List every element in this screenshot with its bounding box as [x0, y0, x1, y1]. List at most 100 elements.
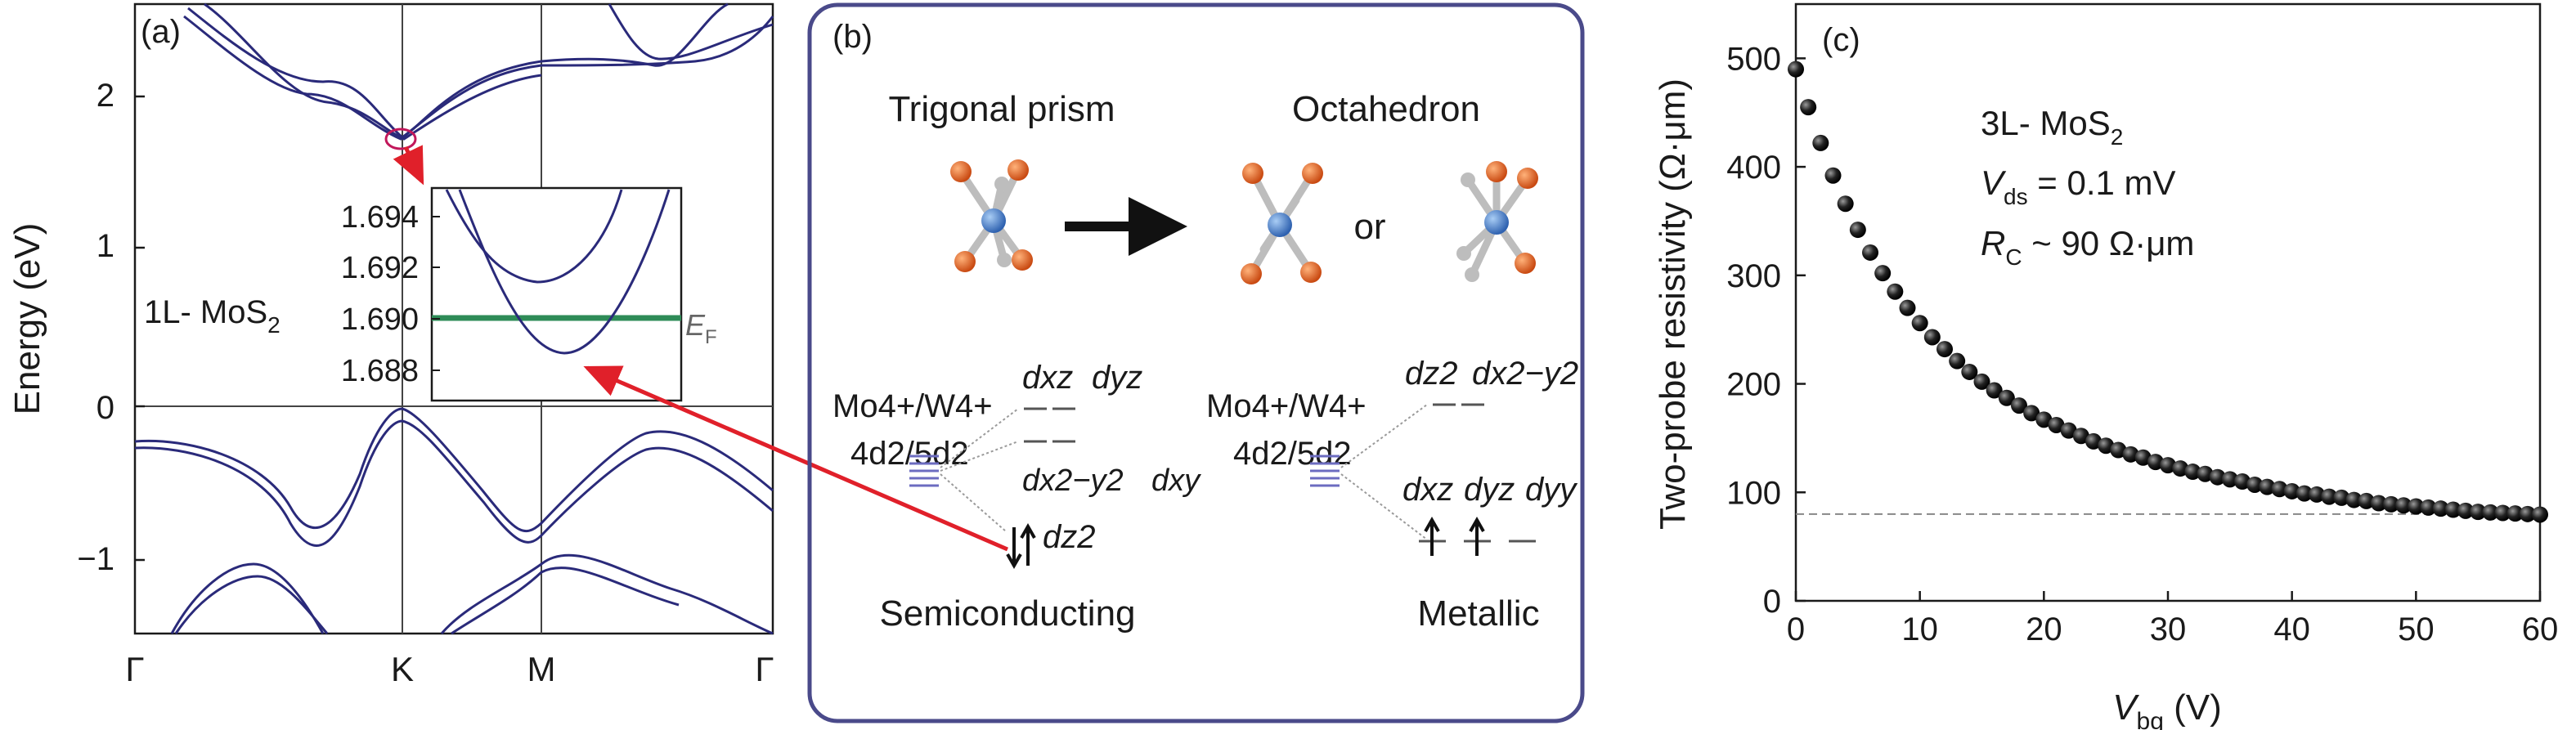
panel-a-inset: 1.694 1.692 1.690 1.688 EF	[341, 186, 717, 402]
octahedron-structure-1	[1241, 163, 1323, 284]
data-point	[2184, 464, 2201, 481]
data-point	[2519, 505, 2536, 522]
metallic-label: Metallic	[1417, 593, 1539, 634]
data-point	[1788, 60, 1804, 78]
panel-a-ytick-marks	[135, 95, 145, 562]
data-point	[2134, 449, 2152, 466]
data-point	[2333, 489, 2350, 506]
data-point	[1887, 283, 1904, 300]
data-point	[1837, 195, 1854, 213]
data-point	[2048, 416, 2065, 433]
left-spin-pair	[1006, 522, 1036, 570]
or-connector: or	[1353, 207, 1385, 247]
data-point	[1849, 222, 1866, 239]
data-point	[2370, 495, 2387, 512]
data-point	[2420, 499, 2437, 516]
data-point	[1874, 265, 1892, 282]
panel-a-ytick: 1	[96, 228, 114, 264]
x-tick-label: 50	[2398, 611, 2435, 647]
zoom-pointer-arrow	[393, 145, 424, 186]
left-degenerate-levels	[909, 455, 939, 487]
data-point	[2506, 505, 2524, 522]
data-point	[2172, 460, 2189, 477]
data-point	[1862, 244, 1878, 261]
y-tick-label: 0	[1763, 584, 1781, 620]
panel-c-label: (c)	[1822, 22, 1860, 58]
vds-annotation: Vds = 0.1 mV	[1981, 163, 2176, 209]
octahedron-title: Octahedron	[1292, 89, 1480, 129]
data-point	[2023, 405, 2040, 422]
data-point	[2098, 437, 2115, 455]
panel-a: (a) 2 1 0 −1	[7, 2, 1008, 688]
panel-a-label: (a)	[141, 14, 181, 50]
data-point	[1986, 382, 2003, 399]
data-point	[2432, 500, 2449, 517]
resistivity-data-points	[1788, 60, 2548, 523]
data-point	[1936, 341, 1953, 358]
panel-b-frame	[807, 2, 1585, 723]
data-point	[2444, 501, 2462, 518]
right-ion-config: 4d2/5d2	[1233, 436, 1352, 472]
right-degenerate-levels	[1310, 455, 1340, 487]
data-point	[2209, 468, 2226, 486]
data-point	[2296, 485, 2313, 502]
data-point	[2395, 497, 2412, 514]
data-point	[2532, 506, 2548, 523]
panel-a-frame	[133, 2, 774, 635]
right-orbital-dxz: dxz	[1402, 472, 1453, 508]
x-tick-label: 40	[2273, 611, 2310, 647]
y-tick-label: 400	[1726, 150, 1781, 186]
panel-b-label: (b)	[832, 19, 873, 55]
conduction-bands	[183, 2, 774, 141]
right-orbital-dyz: dyz	[1464, 472, 1515, 508]
semiconducting-label: Semiconducting	[879, 593, 1135, 634]
data-point	[1800, 99, 1817, 116]
data-point	[2408, 498, 2425, 515]
left-orbital-dz2: dz2	[1043, 519, 1096, 555]
y-tick-label: 300	[1726, 258, 1781, 294]
right-spins	[1424, 516, 1485, 556]
left-orbital-dxy: dxy	[1151, 464, 1201, 498]
data-point	[2283, 482, 2300, 499]
panel-a-xtick-k: K	[391, 650, 414, 688]
data-point	[1923, 329, 1941, 346]
x-tick-label: 10	[1901, 611, 1938, 647]
left-ion-label: Mo4+/W4+	[832, 388, 993, 424]
panel-a-ytick: −1	[77, 541, 114, 577]
data-point	[2358, 492, 2375, 509]
panel-a-xtick-gamma: Γ	[125, 650, 144, 688]
data-point	[2457, 502, 2474, 519]
inset-ytick: 1.690	[341, 302, 419, 337]
panel-c-material-label: 3L- MoS2	[1981, 104, 2123, 150]
panel-a-ytick: 0	[96, 390, 114, 426]
x-tick-label: 30	[2150, 611, 2187, 647]
left-orbital-dxz: dxz	[1022, 360, 1073, 396]
left-orbital-dx2y2: dx2−y2	[1022, 464, 1124, 498]
left-splitting-guides	[940, 408, 1019, 532]
right-orbital-levels	[1419, 403, 1536, 543]
y-tick-label: 500	[1726, 41, 1781, 77]
data-point	[2271, 481, 2288, 498]
panel-c-xlabel: Vbg (V)	[2112, 687, 2222, 730]
rc-annotation: RC ~ 90 Ω·μm	[1981, 224, 2194, 270]
right-orbital-dz2: dz2	[1405, 356, 1458, 392]
panel-a-material-label: 1L- MoS2	[144, 294, 280, 338]
data-point	[1973, 373, 1990, 390]
y-tick-label: 100	[1726, 475, 1781, 511]
data-point	[2110, 441, 2127, 459]
inset-ytick: 1.688	[341, 354, 419, 388]
inset-band-upper	[445, 189, 623, 284]
panel-a-xtick-gamma-end: Γ	[755, 650, 774, 688]
data-point	[2035, 411, 2053, 428]
data-point	[2494, 504, 2511, 522]
data-point	[2383, 495, 2399, 513]
data-point	[2482, 504, 2499, 521]
data-point	[2470, 504, 2487, 521]
panel-b: (b) Trigonal prism Octahedron	[807, 2, 1585, 723]
octahedron-structure-2	[1456, 161, 1538, 282]
right-ion-label: Mo4+/W4+	[1206, 388, 1367, 424]
right-splitting-guides	[1340, 404, 1428, 540]
